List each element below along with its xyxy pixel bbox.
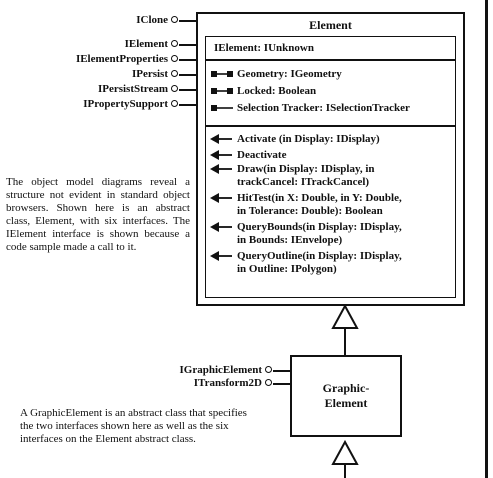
read-write-property-icon — [211, 88, 233, 94]
method-signature-line: in Tolerance: Double): Boolean — [237, 205, 383, 217]
element-class-box: Element IElement: IUnknown Geometry: IGe… — [196, 12, 465, 306]
write-only-property-icon — [211, 105, 233, 111]
interface-lollipop-icon — [171, 55, 178, 62]
method-arrow-icon — [210, 251, 232, 261]
method-signature-line: in Outline: IPolygon) — [237, 263, 337, 275]
property-label: Geometry: IGeometry — [237, 68, 342, 80]
inheritance-connector — [331, 303, 359, 478]
method-arrow-icon — [210, 164, 232, 174]
method-signature-line: Activate (in Display: IDisplay) — [237, 133, 380, 145]
interface-lollipop-icon — [171, 70, 178, 77]
method-signature-line: trackCancel: ITrackCancel) — [237, 176, 370, 188]
interface-lollipop-icon — [265, 366, 272, 373]
method-arrow-icon — [210, 222, 232, 232]
interface-connector-line — [273, 370, 290, 372]
interface-label: IPersist — [131, 68, 168, 80]
graphic-title-line2: Element — [324, 396, 368, 410]
interface-lollipop-icon — [171, 16, 178, 23]
interface-lollipop-icon — [171, 40, 178, 47]
property-label: Locked: Boolean — [237, 85, 317, 97]
interface-connector-line — [273, 383, 290, 385]
interface-connector-line — [179, 74, 196, 76]
interface-lollipop-icon — [265, 379, 272, 386]
method-arrow-icon — [210, 193, 232, 203]
interface-label: IClone — [136, 14, 168, 26]
graphic-title-line1: Graphic- — [322, 381, 370, 395]
interface-label: IPropertySupport — [83, 98, 168, 110]
interface-label: IElement — [124, 38, 168, 50]
graphic-element-box: Graphic- Element — [290, 355, 402, 437]
element-caption: The object model diagrams reveal a struc… — [6, 176, 190, 253]
read-write-property-icon — [211, 71, 233, 77]
method-arrow-icon — [210, 134, 232, 144]
interface-label: IElementProperties — [75, 53, 168, 65]
method-signature-line: QueryOutline(in Display: IDisplay, — [237, 250, 402, 262]
property-label: Selection Tracker: ISelectionTracker — [237, 102, 410, 114]
interface-label: IPersistStream — [97, 83, 168, 95]
method-arrow-icon — [210, 150, 232, 160]
interface-connector-line — [179, 44, 196, 46]
graphic-element-caption: A GraphicElement is an abstract class th… — [20, 407, 247, 445]
method-signature-line: Draw(in Display: IDisplay, in — [237, 163, 375, 175]
interface-connector-line — [179, 104, 196, 106]
section-divider — [206, 59, 455, 61]
interface-lollipop-icon — [171, 100, 178, 107]
method-signature-line: HitTest(in X: Double, in Y: Double, — [237, 192, 402, 204]
page-divider — [485, 0, 488, 478]
inheritance-triangle-icon — [331, 303, 359, 329]
graphic-element-title: Graphic- Element — [292, 381, 400, 411]
interface-lollipop-icon — [171, 85, 178, 92]
section-divider — [206, 125, 455, 127]
element-class-title: Element — [309, 18, 352, 32]
interface-connector-line — [179, 89, 196, 91]
interface-connector-line — [179, 59, 196, 61]
interface-label: IGraphicElement — [179, 364, 263, 376]
inheritance-triangle-icon — [331, 439, 359, 465]
method-signature-line: Deactivate — [237, 149, 287, 161]
method-signature-line: QueryBounds(in Display: IDisplay, — [237, 221, 402, 233]
interface-connector-line — [179, 20, 196, 22]
interface-label: ITransform2D — [193, 377, 262, 389]
method-signature-line: in Bounds: IEnvelope) — [237, 234, 343, 246]
ielement-header: IElement: IUnknown — [214, 42, 314, 54]
